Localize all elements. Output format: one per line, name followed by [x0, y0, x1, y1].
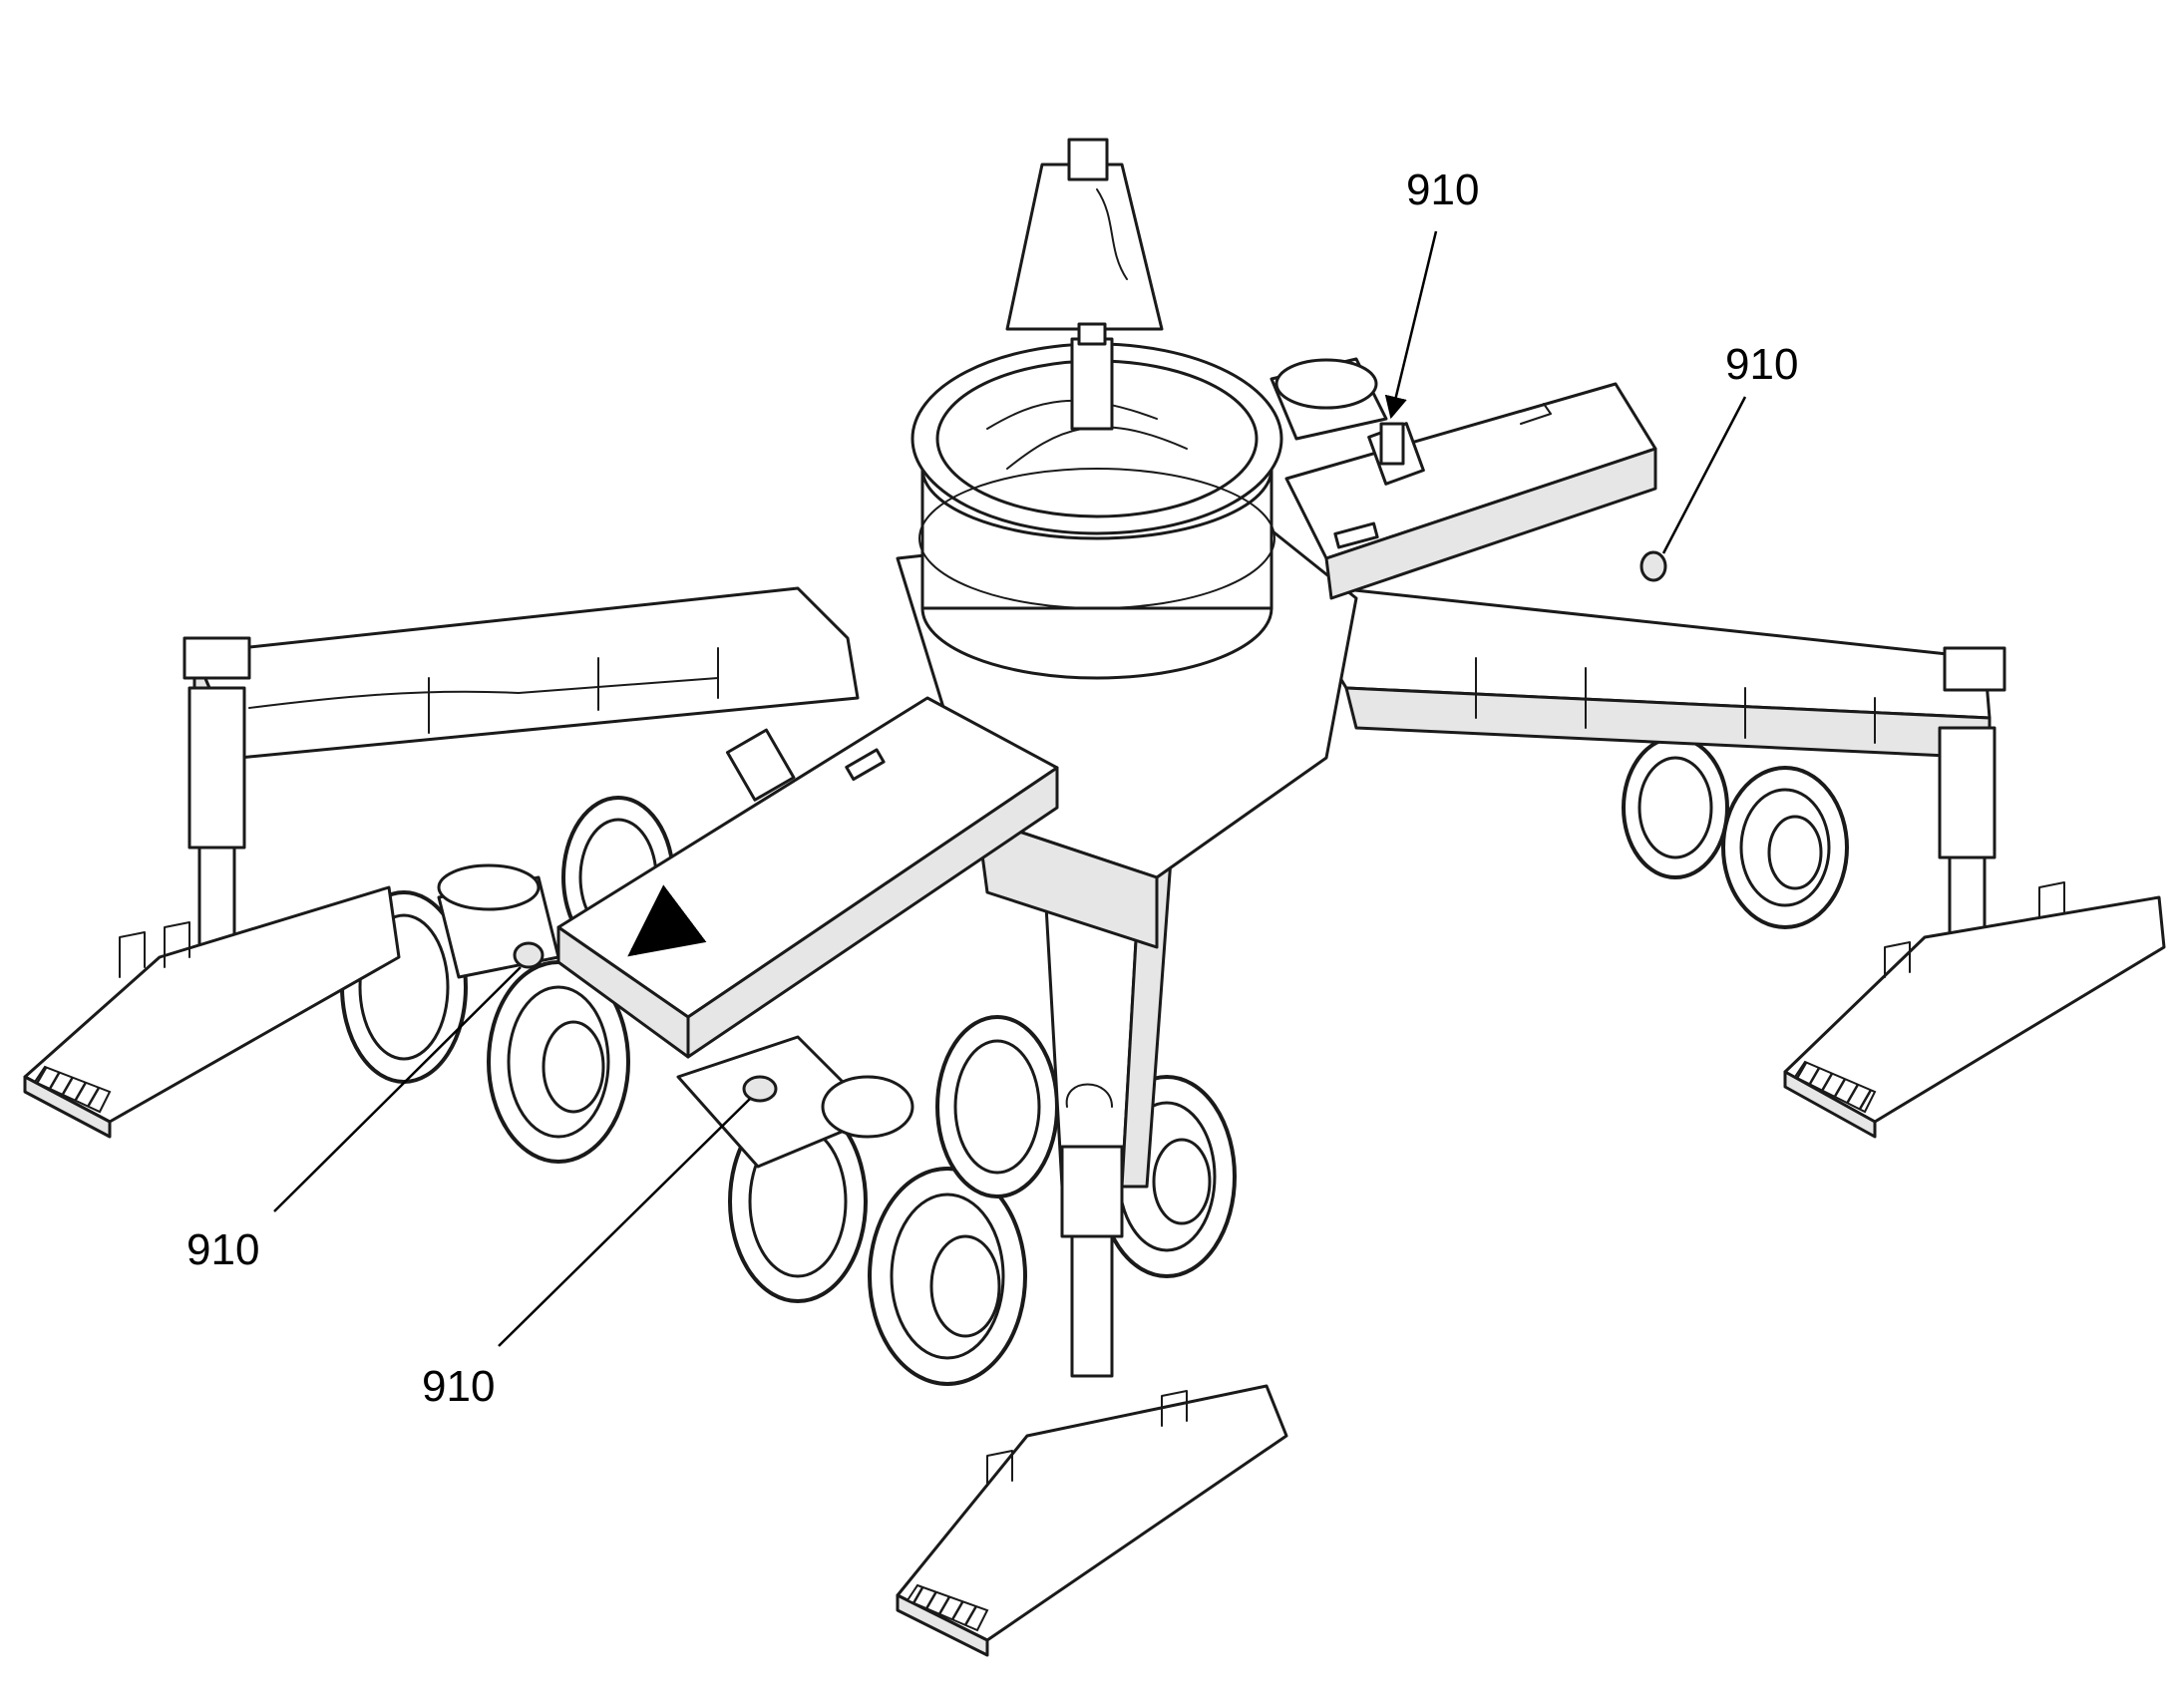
- wheel-group-right: [1622, 736, 1849, 929]
- drive-module-rear: [1270, 357, 1388, 441]
- leader-line-left: [273, 966, 522, 1212]
- carrier-beam-left: [556, 696, 1059, 1059]
- component-910-right: [1639, 550, 1667, 582]
- reference-label-910-bottom: 910: [422, 1362, 495, 1411]
- leader-line-right: [1661, 396, 1747, 554]
- component-910-left: [513, 941, 545, 969]
- outrigger-arm-right: [1314, 586, 2006, 760]
- support-leg-right: [1783, 726, 2166, 1139]
- leader-line-bottom: [498, 1098, 751, 1347]
- turntable-ring: [910, 322, 1283, 680]
- reference-label-910-left: 910: [186, 1225, 259, 1274]
- support-leg-left: [23, 686, 401, 1139]
- reference-label-910-top: 910: [1406, 166, 1479, 214]
- reference-label-910-right: 910: [1725, 340, 1798, 389]
- component-910-top: [1379, 422, 1405, 466]
- support-leg-front: [896, 1234, 1288, 1657]
- leader-line-top: [1384, 230, 1438, 420]
- component-910-bottom: [742, 1075, 778, 1103]
- outrigger-arm-rear: [1005, 138, 1164, 331]
- drive-module-front: [676, 1035, 914, 1169]
